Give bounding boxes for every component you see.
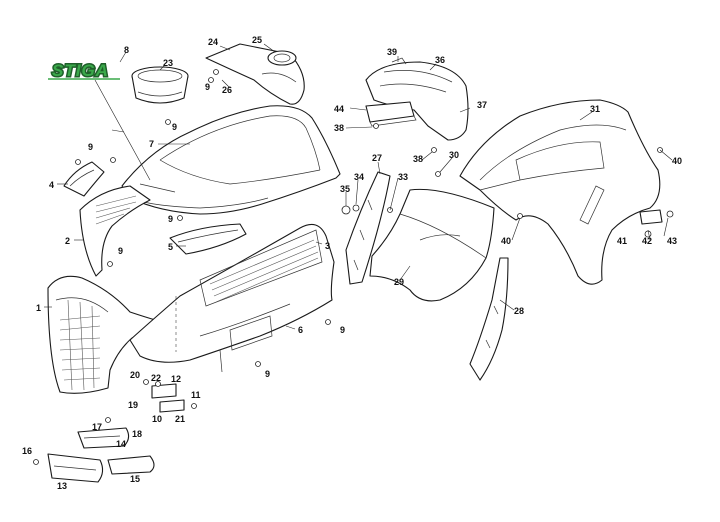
callout-18: 18 [132,429,142,439]
callout-31: 31 [590,104,600,114]
callout-6: 6 [298,325,303,335]
callout-40: 40 [672,156,682,166]
callout-9: 9 [118,246,123,256]
callout-8: 8 [124,45,129,55]
part-2-side-panel [79,185,151,277]
callout-30: 30 [449,150,459,160]
callout-24: 24 [208,37,218,47]
callout-29: 29 [394,277,404,287]
callout-19: 19 [128,400,138,410]
callouts: 1 2 3 4 5 6 7 8 9 9 9 9 9 9 9 10 11 12 1… [22,35,682,491]
callout-9: 9 [172,122,177,132]
callout-34: 34 [354,172,364,182]
part-44-tray [365,101,417,127]
part-12-bracket [151,383,185,413]
callout-1: 1 [36,303,41,313]
callout-2: 2 [65,236,70,246]
callout-22: 22 [151,373,161,383]
part-14-lower-trim [77,427,130,449]
part-41-42-43-clips [639,209,674,238]
callout-9: 9 [168,214,173,224]
stiga-logo: STIGA STIGA [48,60,120,82]
callout-28: 28 [514,306,524,316]
part-15-lower-trim [107,455,155,475]
callout-41: 41 [617,236,627,246]
part-27-rail [345,171,391,285]
stiga-logo-text: STIGA [52,61,109,80]
part-24-dash-panel [205,43,305,105]
callout-4: 4 [49,180,54,190]
callout-43: 43 [667,236,677,246]
callout-37: 37 [477,100,487,110]
callout-44: 44 [334,104,344,114]
callout-35: 35 [340,184,350,194]
part-4-bracket [63,161,105,197]
part-31-rear-fender [459,99,661,285]
callout-23: 23 [163,58,173,68]
part-7-hood [121,105,341,215]
callout-9: 9 [88,142,93,152]
callout-17: 17 [92,422,102,432]
callout-36: 36 [435,55,445,65]
callout-12: 12 [171,374,181,384]
callout-16: 16 [22,446,32,456]
part-28-rail [469,257,509,381]
part-13-lower-trim [47,453,104,483]
callout-39: 39 [387,47,397,57]
callout-33: 33 [398,172,408,182]
part-29-tunnel [369,188,495,302]
callout-14: 14 [116,439,126,449]
callout-38: 38 [334,123,344,133]
part-25-cap [267,50,297,66]
callout-25: 25 [252,35,262,45]
callout-5: 5 [168,242,173,252]
callout-10: 10 [152,414,162,424]
part-23-ring [131,66,189,104]
callout-26: 26 [222,85,232,95]
callout-9: 9 [265,369,270,379]
part-39-clip [391,57,407,65]
leader-lines [44,43,673,330]
callout-27: 27 [372,153,382,163]
callout-40: 40 [501,236,511,246]
callout-9: 9 [340,325,345,335]
callout-21: 21 [175,414,185,424]
callout-11: 11 [191,390,201,400]
part-6-body-cover [129,223,335,373]
callout-3: 3 [325,241,330,251]
callout-42: 42 [642,236,652,246]
part-36-seat-pan [365,57,469,141]
callout-38: 38 [413,154,423,164]
callout-13: 13 [57,481,67,491]
part-5-trim [169,223,247,255]
svg-text:STIGA: STIGA [52,61,109,80]
callout-9: 9 [205,82,210,92]
callout-15: 15 [130,474,140,484]
callout-20: 20 [130,370,140,380]
callout-7: 7 [149,139,154,149]
